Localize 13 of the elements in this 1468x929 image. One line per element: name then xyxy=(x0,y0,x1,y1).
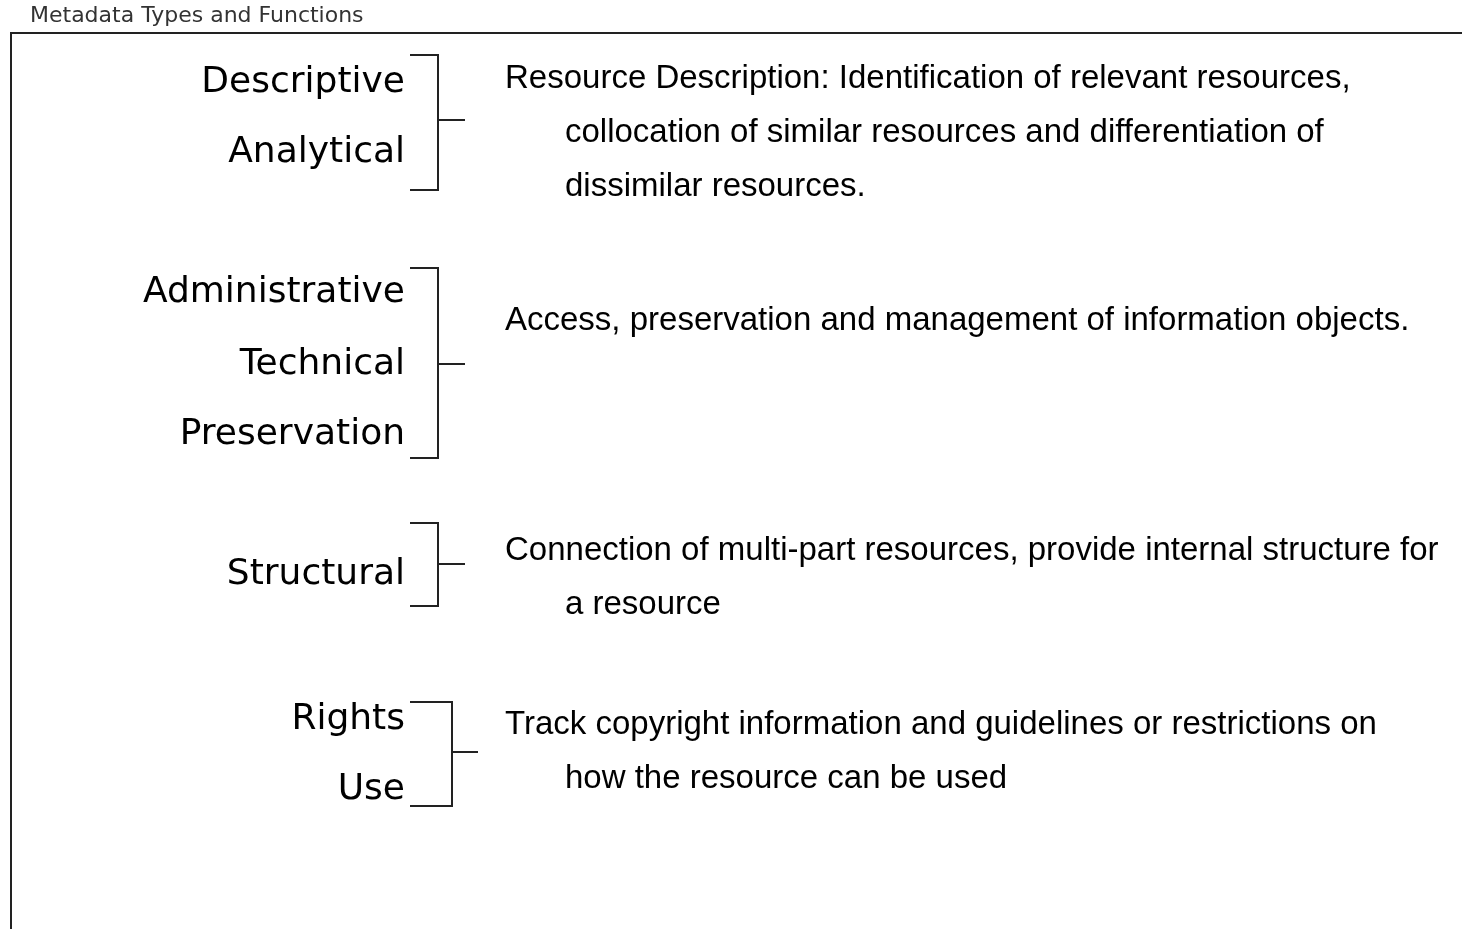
diagram-title: Metadata Types and Functions xyxy=(30,2,364,27)
metadata-type-label: Administrative xyxy=(142,268,405,312)
metadata-type-label: Rights xyxy=(291,695,405,739)
metadata-type-label: Use xyxy=(337,765,405,809)
metadata-type-label: Structural xyxy=(226,550,405,594)
function-description: Access, preservation and management of information objects. xyxy=(505,299,1411,339)
metadata-type-label: Analytical xyxy=(228,128,405,172)
metadata-type-label: Preservation xyxy=(179,410,405,454)
function-description: Track copyright information and guidelines or restrictions on how the resource can be used xyxy=(505,703,1378,797)
function-description: Connection of multi-part resources, provide internal structure for a resource xyxy=(505,529,1440,623)
function-description: Resource Description: Identification of relevant resources, collocation of similar resources and differentiation of dissimilar resources. xyxy=(505,57,1352,205)
metadata-type-label: Descriptive xyxy=(201,58,405,102)
metadata-type-label: Technical xyxy=(239,340,405,384)
